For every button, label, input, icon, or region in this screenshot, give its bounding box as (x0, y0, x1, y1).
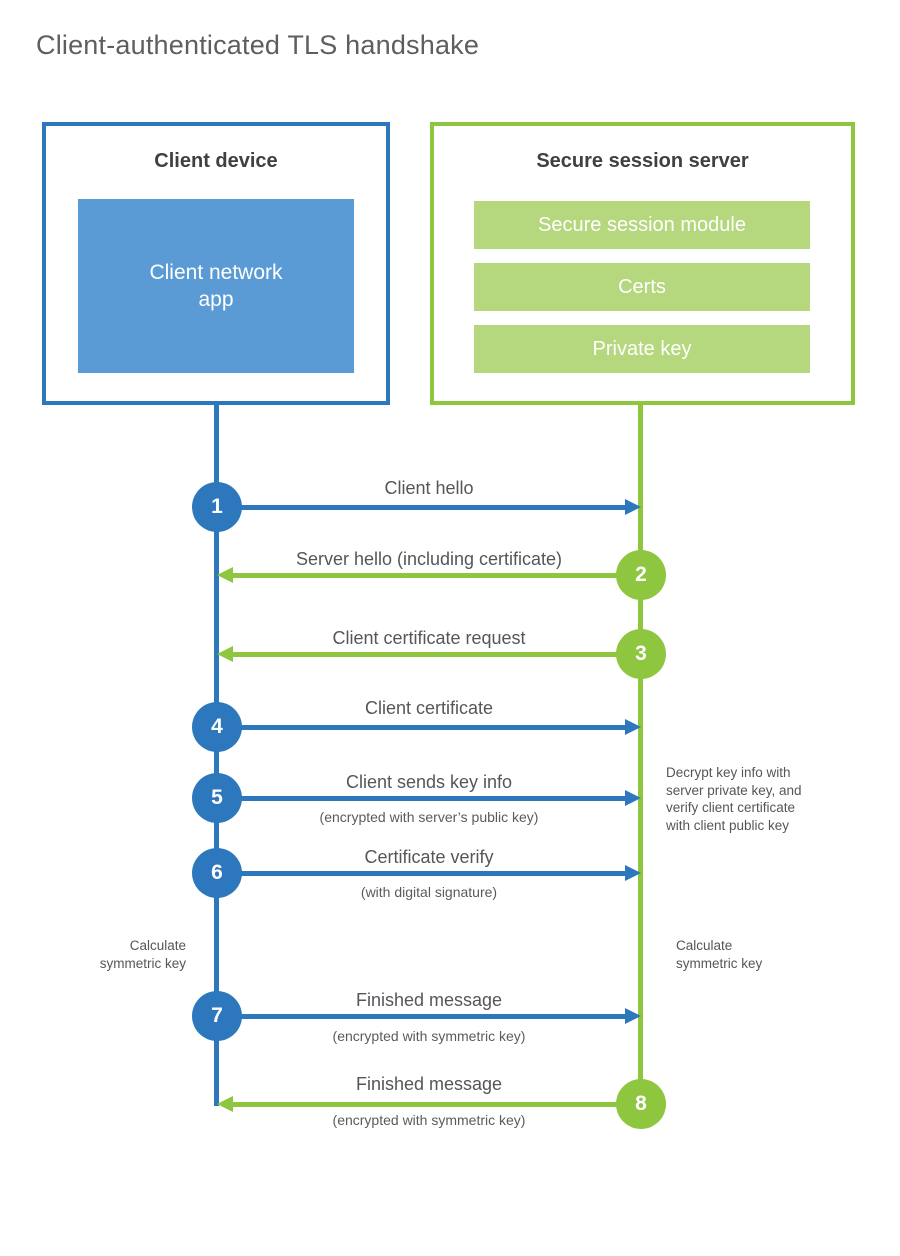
message-label: Finished message (355, 990, 503, 1010)
arrow-right-icon (625, 865, 641, 881)
page-title: Client-authenticated TLS handshake (36, 30, 480, 60)
arrow-line (217, 871, 625, 876)
arrow-right-icon (625, 790, 641, 806)
note-decrypt-key-info: Decrypt key info with server private key… (666, 765, 802, 833)
client-network-app-box: Client network app (78, 199, 354, 373)
arrow-line (217, 1014, 625, 1019)
arrow-line (217, 796, 625, 801)
message-label: Client certificate (364, 698, 494, 718)
step-number-badge: 6 (192, 848, 242, 898)
arrow-right-icon (625, 1008, 641, 1024)
secure-session-server-title: Secure session server (536, 150, 749, 172)
server-module-private-key: Private key (474, 325, 810, 373)
message-label: Client sends key info (345, 772, 513, 792)
note-calculate-symmetric-key-client: Calculate symmetric key (99, 938, 186, 971)
arrow-line (217, 505, 625, 510)
step-number-badge: 8 (616, 1079, 666, 1129)
arrow-left-icon (217, 1096, 233, 1112)
arrow-left-icon (217, 567, 233, 583)
step-number-badge: 3 (616, 629, 666, 679)
client-lifeline (214, 405, 219, 1106)
server-module-secure-session: Secure session module (474, 201, 810, 249)
client-device-title: Client device (154, 150, 278, 172)
server-module-certs: Certs (474, 263, 810, 311)
message-sublabel: (with digital signature) (360, 884, 498, 900)
message-label: Client certificate request (332, 628, 526, 648)
arrow-right-icon (625, 499, 641, 515)
message-label: Certificate verify (364, 847, 494, 867)
arrow-line (217, 725, 625, 730)
step-number-badge: 5 (192, 773, 242, 823)
arrow-line (233, 1102, 641, 1107)
arrow-left-icon (217, 646, 233, 662)
arrow-line (233, 652, 641, 657)
message-sublabel: (encrypted with server’s public key) (319, 809, 539, 825)
note-calculate-symmetric-key-server: Calculate symmetric key (676, 938, 763, 971)
arrow-right-icon (625, 719, 641, 735)
message-sublabel: (encrypted with symmetric key) (332, 1028, 526, 1044)
arrow-line (233, 573, 641, 578)
step-number-badge: 2 (616, 550, 666, 600)
server-lifeline (638, 405, 643, 1106)
step-number-badge: 4 (192, 702, 242, 752)
message-sublabel: (encrypted with symmetric key) (332, 1112, 526, 1128)
step-number-badge: 1 (192, 482, 242, 532)
message-label: Finished message (355, 1074, 503, 1094)
message-label: Server hello (including certificate) (295, 549, 563, 569)
step-number-badge: 7 (192, 991, 242, 1041)
message-label: Client hello (384, 478, 474, 498)
